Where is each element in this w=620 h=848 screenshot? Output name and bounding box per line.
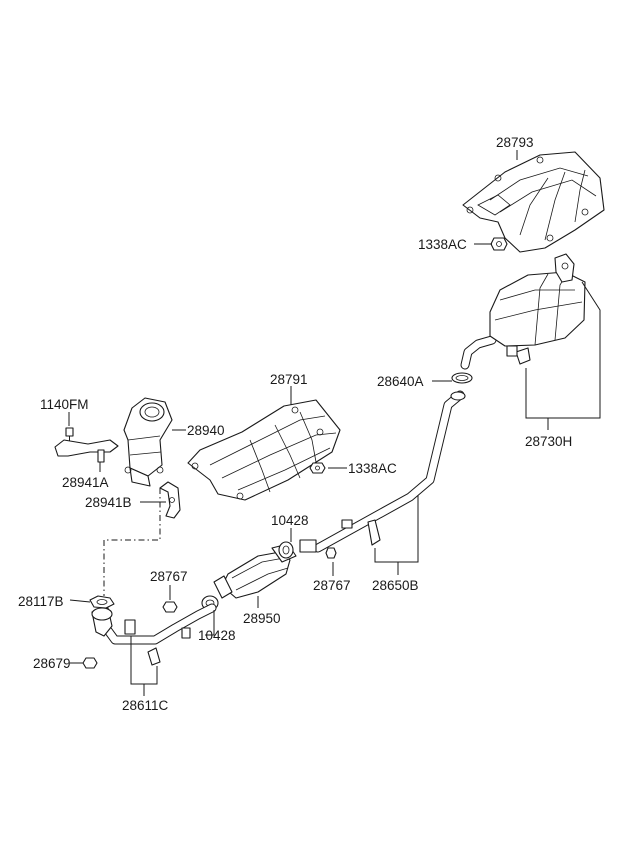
label-28650B: 28650B bbox=[372, 578, 419, 593]
rear-muffler-28730H bbox=[460, 253, 586, 370]
front-pipe-28611C bbox=[91, 603, 217, 666]
nut-1338AC-middle bbox=[309, 462, 326, 474]
label-10428-upper: 10428 bbox=[271, 513, 309, 528]
label-28941A: 28941A bbox=[62, 475, 109, 490]
leader-lines bbox=[68, 150, 601, 696]
label-28793: 28793 bbox=[496, 135, 534, 150]
label-28640A: 28640A bbox=[377, 374, 424, 389]
gasket-ring-28640A bbox=[451, 372, 473, 384]
center-heat-shield-28791 bbox=[187, 399, 341, 501]
center-pipe-28650B bbox=[299, 390, 466, 553]
bracket-28941A bbox=[54, 439, 119, 463]
rear-heat-shield-28793 bbox=[462, 151, 605, 253]
label-28679: 28679 bbox=[33, 656, 71, 671]
bolt-1140FM bbox=[65, 427, 74, 442]
label-28940: 28940 bbox=[187, 423, 225, 438]
gasket-28117B bbox=[89, 595, 115, 609]
part-labels: 28793 1338AC 28640A 28730H 28791 1140FM … bbox=[18, 135, 572, 713]
label-28950: 28950 bbox=[243, 611, 281, 626]
nut-1338AC-top bbox=[490, 237, 508, 251]
label-28791: 28791 bbox=[270, 372, 308, 387]
label-28117B: 28117B bbox=[18, 594, 64, 609]
label-1140FM: 1140FM bbox=[40, 397, 89, 412]
nut-28679 bbox=[82, 657, 98, 669]
label-28611C: 28611C bbox=[122, 698, 169, 713]
label-28941B: 28941B bbox=[85, 495, 132, 510]
label-10428-lower: 10428 bbox=[198, 628, 236, 643]
label-28730H: 28730H bbox=[525, 434, 572, 449]
gasket-10428-upper bbox=[278, 541, 294, 559]
label-28767-right: 28767 bbox=[313, 578, 351, 593]
bracket-28941B bbox=[159, 481, 181, 519]
nut-28767-left bbox=[162, 601, 178, 613]
warm-up-catalyst-28940 bbox=[123, 397, 173, 487]
label-1338AC-top: 1338AC bbox=[418, 237, 467, 252]
label-1338AC-middle: 1338AC bbox=[348, 461, 397, 476]
label-28767-left: 28767 bbox=[150, 569, 188, 584]
nut-28767-right bbox=[325, 547, 337, 559]
